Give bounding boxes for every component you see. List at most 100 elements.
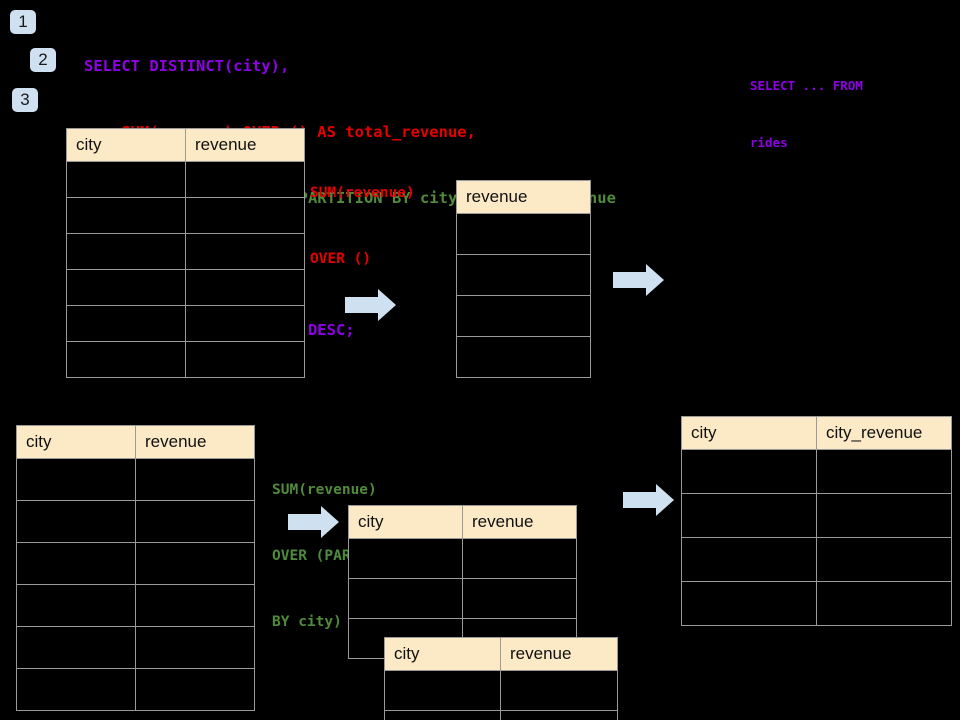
- table-cell: [16, 458, 136, 501]
- table-body: [66, 161, 305, 378]
- table-cell: [500, 710, 618, 720]
- table-cell: [185, 269, 305, 306]
- table-body: [16, 458, 255, 711]
- table-cell: [462, 578, 577, 619]
- sidenote-select-from-rides: SELECT ... FROM rides: [750, 38, 863, 190]
- table-header-row: city revenue: [16, 425, 255, 459]
- table-row: [66, 305, 305, 342]
- table-cell: [816, 581, 952, 626]
- table-row: [66, 197, 305, 234]
- table-header-row: city revenue: [66, 128, 305, 162]
- column-header-revenue: revenue: [135, 425, 255, 459]
- table-row: [384, 710, 618, 720]
- table-cell: [66, 197, 186, 234]
- table-cell: [384, 670, 501, 711]
- table-cell: [816, 493, 952, 538]
- annotation-total-revenue-line-2: OVER (): [310, 251, 372, 267]
- table-header-row: city revenue: [348, 505, 577, 539]
- table-cell: [66, 269, 186, 306]
- table-cell: [135, 500, 255, 543]
- table-row: [348, 578, 577, 619]
- table-row: [681, 493, 952, 538]
- column-header-revenue: revenue: [500, 637, 618, 671]
- table-row: [456, 336, 591, 378]
- table-cell: [66, 233, 186, 270]
- table-cell: [16, 668, 136, 711]
- total-revenue-table: revenue: [456, 180, 591, 378]
- column-header-city: city: [16, 425, 136, 459]
- table-cell: [681, 493, 817, 538]
- table-cell: [135, 668, 255, 711]
- arrow-bottom-left: [288, 505, 340, 539]
- table-cell: [816, 537, 952, 582]
- table-row: [681, 449, 952, 494]
- column-header-city: city: [681, 416, 817, 450]
- rides-source-table-bottom: city revenue: [16, 425, 255, 711]
- table-row: [66, 341, 305, 378]
- annotation-city-revenue: SUM(revenue) OVER (PARTITION BY city): [272, 435, 403, 677]
- column-header-city-revenue: city_revenue: [816, 416, 952, 450]
- table-row: [66, 161, 305, 198]
- table-row: [16, 500, 255, 543]
- result-table: city city_revenue: [681, 416, 952, 626]
- table-row: [16, 626, 255, 669]
- partition-table-front: city revenue: [384, 637, 618, 720]
- sidenote-line-2: rides: [750, 135, 788, 150]
- column-header-revenue: revenue: [185, 128, 305, 162]
- table-cell: [456, 336, 591, 378]
- table-cell: [135, 626, 255, 669]
- sidenote-line-1: SELECT ... FROM: [750, 78, 863, 93]
- sql-line-select: SELECT DISTINCT(city),: [84, 57, 290, 75]
- annotation-city-revenue-line-3: BY city): [272, 614, 342, 630]
- table-row: [456, 213, 591, 255]
- table-cell: [456, 254, 591, 296]
- table-cell: [135, 542, 255, 585]
- column-header-city: city: [348, 505, 463, 539]
- table-cell: [66, 161, 186, 198]
- table-header-row: city revenue: [384, 637, 618, 671]
- table-body: [384, 670, 618, 720]
- step-badge-1: 1: [10, 10, 36, 34]
- table-cell: [16, 500, 136, 543]
- table-body: [681, 449, 952, 626]
- table-cell: [16, 626, 136, 669]
- table-row: [456, 254, 591, 296]
- annotation-city-revenue-line-1: SUM(revenue): [272, 482, 377, 498]
- table-cell: [135, 584, 255, 627]
- table-cell: [185, 341, 305, 378]
- column-header-revenue: revenue: [462, 505, 577, 539]
- table-cell: [816, 449, 952, 494]
- partition-table-back: city revenue: [348, 505, 577, 659]
- table-cell: [384, 710, 501, 720]
- step-badge-3: 3: [12, 88, 38, 112]
- annotation-total-revenue-line-1: SUM(revenue): [310, 185, 415, 201]
- table-cell: [681, 537, 817, 582]
- table-cell: [185, 161, 305, 198]
- table-row: [66, 269, 305, 306]
- table-row: [16, 542, 255, 585]
- table-cell: [348, 578, 463, 619]
- column-header-revenue: revenue: [456, 180, 591, 214]
- table-cell: [185, 305, 305, 342]
- arrow-top-right: [613, 263, 665, 297]
- table-row: [456, 295, 591, 337]
- table-row: [16, 458, 255, 501]
- table-header-row: revenue: [456, 180, 591, 214]
- table-cell: [185, 197, 305, 234]
- column-header-city: city: [66, 128, 186, 162]
- table-cell: [185, 233, 305, 270]
- arrow-top-left: [345, 288, 397, 322]
- table-body: [456, 213, 591, 378]
- column-header-city: city: [384, 637, 501, 671]
- table-cell: [456, 295, 591, 337]
- table-cell: [348, 538, 463, 579]
- table-row: [348, 538, 577, 579]
- table-cell: [66, 305, 186, 342]
- table-cell: [66, 341, 186, 378]
- step-badge-2: 2: [30, 48, 56, 72]
- table-row: [681, 581, 952, 626]
- table-header-row: city city_revenue: [681, 416, 952, 450]
- table-cell: [135, 458, 255, 501]
- table-cell: [16, 584, 136, 627]
